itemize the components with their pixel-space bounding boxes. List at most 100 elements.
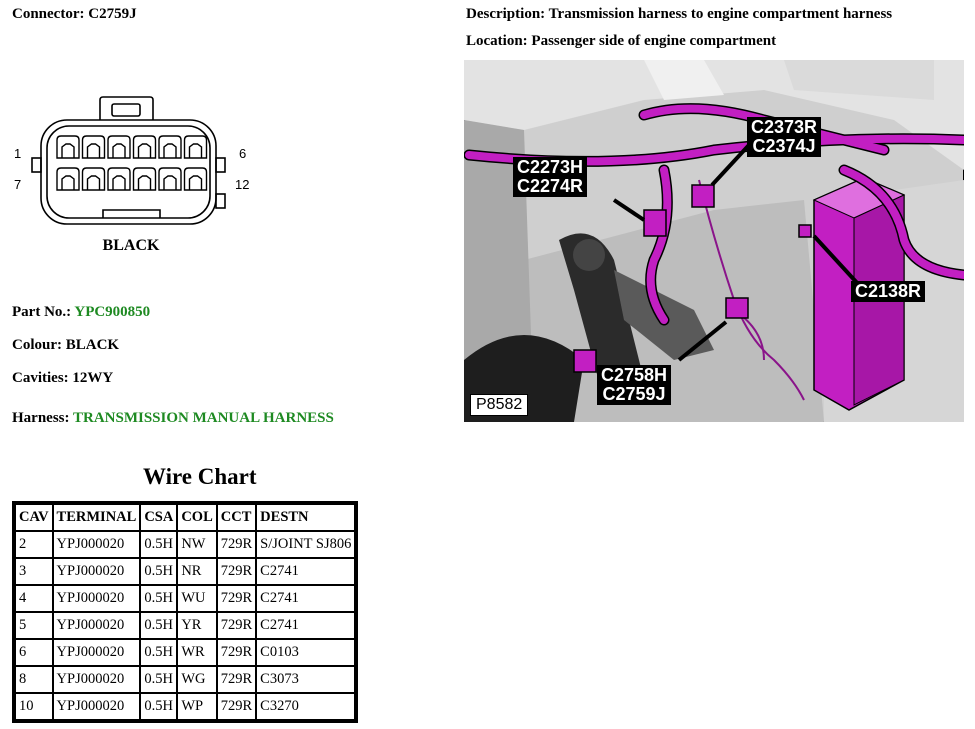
wire-chart-cell: 729R (217, 559, 256, 584)
wire-chart-cell: S/JOINT SJ806 (257, 532, 355, 557)
colour-label: Colour: (12, 337, 62, 353)
wire-chart-header-col: COL (178, 505, 216, 530)
wire-chart-cell: 729R (217, 532, 256, 557)
photo-label-c2273h: C2273H C2274R (513, 157, 588, 197)
photo-label-c2373r: C2373R C2374J (747, 117, 822, 157)
wire-chart-cell: 0.5H (141, 532, 177, 557)
wire-chart-cell: YPJ000020 (53, 613, 140, 638)
wire-chart-cell: 0.5H (141, 559, 177, 584)
cavity-9 (107, 167, 131, 191)
connector-color-label: BLACK (103, 237, 160, 254)
description-value: Transmission harness to engine compartme… (548, 6, 893, 22)
wire-chart-cell: YPJ000020 (53, 667, 140, 692)
wire-chart-cell: C2741 (257, 559, 355, 584)
wire-chart-cell: 6 (16, 640, 52, 665)
wire-chart-cell: 729R (217, 667, 256, 692)
harness-line: Harness: TRANSMISSION MANUAL HARNESS (12, 410, 334, 427)
pin-label-1: 1 (14, 146, 21, 161)
pin-label-12: 12 (235, 177, 249, 192)
location-label: Location: (466, 33, 528, 49)
cavity-5 (158, 135, 182, 159)
wire-chart-cell: C0103 (257, 640, 355, 665)
wire-chart-cell: 3 (16, 559, 52, 584)
wire-chart-cell: 0.5H (141, 667, 177, 692)
cavity-12 (183, 167, 208, 191)
connector-label: Connector: (12, 6, 85, 22)
wire-chart-cell: 5 (16, 613, 52, 638)
harness-link[interactable]: TRANSMISSION MANUAL HARNESS (72, 410, 334, 426)
wire-chart-cell: C3073 (257, 667, 355, 692)
part-no-line: Part No.: YPC900850 (12, 304, 150, 321)
wire-chart-cell: 0.5H (141, 640, 177, 665)
wire-chart-header-csa: CSA (141, 505, 177, 530)
location-value: Passenger side of engine compartment (531, 33, 777, 49)
wire-chart-cell: YPJ000020 (53, 586, 140, 611)
cavities-value: 12WY (72, 370, 114, 386)
connector-value: C2759J (88, 6, 137, 22)
wire-chart-cell: NW (178, 532, 216, 557)
wire-chart-cell: 0.5H (141, 586, 177, 611)
cavity-7 (56, 167, 80, 191)
cavity-2 (81, 135, 106, 159)
cavity-8 (81, 167, 106, 191)
wire-chart-cell: 729R (217, 613, 256, 638)
pin-label-7: 7 (14, 177, 21, 192)
wire-chart-header-terminal: TERMINAL (53, 505, 140, 530)
wire-chart-cell: WR (178, 640, 216, 665)
description-heading: Description: Transmission harness to eng… (466, 6, 892, 23)
wire-chart-cell: 729R (217, 586, 256, 611)
wire-chart-cell: YR (178, 613, 216, 638)
colour-value: BLACK (65, 337, 120, 353)
wire-chart-cell: 8 (16, 667, 52, 692)
harness-label: Harness: (12, 410, 70, 426)
wire-chart-cell: 729R (217, 640, 256, 665)
wire-chart-cell: YPJ000020 (53, 532, 140, 557)
wire-chart-cell: C3270 (257, 694, 355, 719)
wire-chart-cell: 10 (16, 694, 52, 719)
wire-chart-cell: C2741 (257, 613, 355, 638)
wire-chart-title: Wire Chart (143, 464, 257, 489)
wire-chart-cell: YPJ000020 (53, 694, 140, 719)
wire-chart-cell: YPJ000020 (53, 559, 140, 584)
wire-chart-cell: WU (178, 586, 216, 611)
cavities-line: Cavities: 12WY (12, 370, 113, 387)
wire-chart-header-cav: CAV (16, 505, 52, 530)
wire-chart-cell: 4 (16, 586, 52, 611)
connector-heading: Connector: C2759J (12, 6, 137, 23)
location-illustration (464, 60, 964, 422)
photo-label-c2758h: C2758H C2759J (597, 365, 672, 405)
colour-line: Colour: BLACK (12, 337, 119, 354)
connector-face-diagram: 1 6 7 12 BLACK (14, 96, 249, 254)
cavity-3 (107, 135, 131, 159)
wire-chart-cell: NR (178, 559, 216, 584)
wire-chart-cell: WG (178, 667, 216, 692)
cavity-1 (56, 135, 80, 159)
cavity-11 (158, 167, 182, 191)
cavity-grid (56, 135, 208, 191)
wire-chart-cell: WP (178, 694, 216, 719)
wire-chart-cell: YPJ000020 (53, 640, 140, 665)
cavity-6 (183, 135, 208, 159)
description-label: Description: (466, 6, 546, 22)
wire-chart-cell: C2741 (257, 586, 355, 611)
cavity-10 (132, 167, 157, 191)
pin-label-6: 6 (239, 146, 246, 161)
wire-chart-cell: 729R (217, 694, 256, 719)
wire-chart-cell: 2 (16, 532, 52, 557)
cavities-label: Cavities: (12, 370, 69, 386)
location-heading: Location: Passenger side of engine compa… (466, 33, 776, 50)
wire-chart-cell: 0.5H (141, 613, 177, 638)
wire-chart-header-destn: DESTN (257, 505, 355, 530)
part-no-link[interactable]: YPC900850 (74, 304, 151, 320)
photo-reference: P8582 (470, 394, 529, 416)
wire-chart-header-cct: CCT (217, 505, 256, 530)
